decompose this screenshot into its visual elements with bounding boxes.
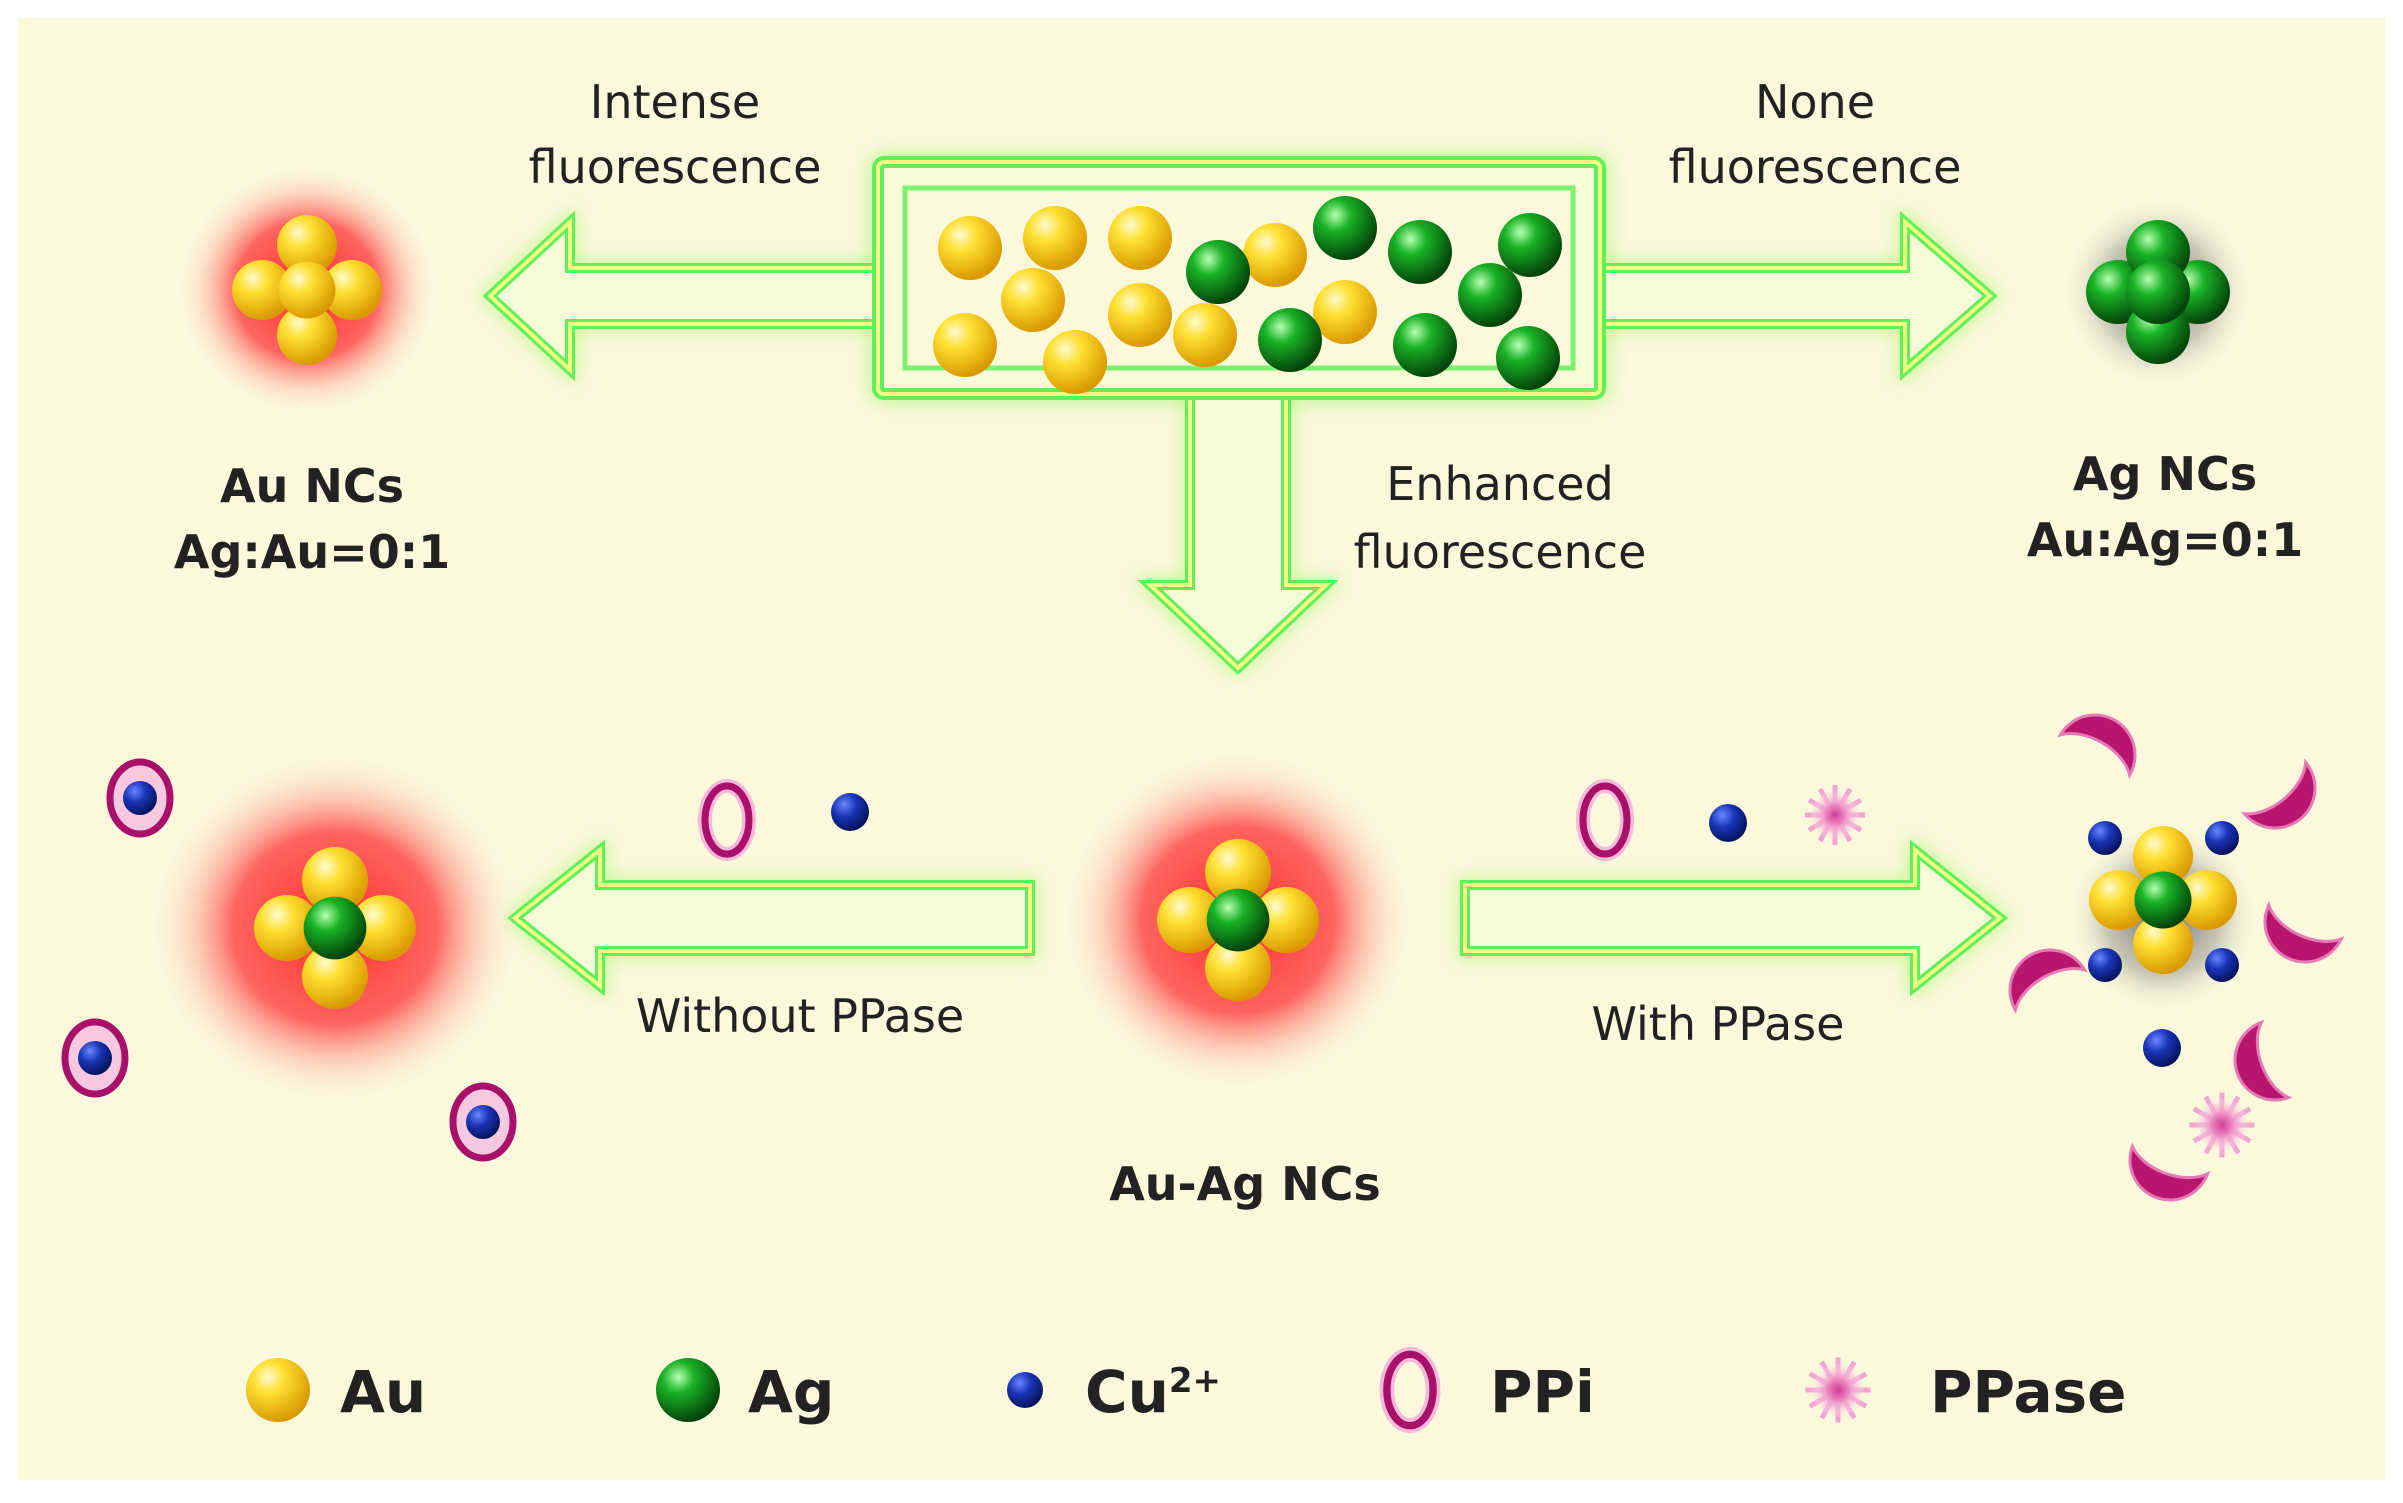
cleaved-pi-fragment-icon [2240, 758, 2317, 830]
copper-ion-icon [2205, 948, 2239, 982]
gold-sphere-icon [1205, 935, 1271, 1001]
gold-sphere-icon [232, 260, 292, 320]
none-fluorescence-line2: fluorescence [1669, 140, 1962, 194]
ag-nc-cluster [2063, 197, 2253, 387]
cleaved-pi-fragment-icon [2057, 713, 2137, 780]
ag-nc-ratio: Au:Ag=0:1 [2027, 513, 2303, 567]
cleaved-pi-fragment-icon [2263, 901, 2345, 964]
mixed-nanoparticles [933, 196, 1562, 394]
legend-label-cu: Cu2+ [1085, 1358, 1221, 1426]
gold-sphere-icon [1205, 839, 1271, 905]
au-ag-nc-without-ppase [150, 753, 520, 1103]
au-ag-nc-name: Au-Ag NCs [1109, 1157, 1381, 1211]
copper-ion-icon [78, 1041, 112, 1075]
intense-fluorescence-line1: Intense [590, 75, 760, 129]
copper-ion-icon [1709, 804, 1747, 842]
au-ag-nc-quenched [2068, 821, 2258, 1013]
gold-sphere-icon [1313, 280, 1377, 344]
enhanced-fluorescence-line1: Enhanced [1386, 457, 1614, 511]
copper-ion-icon [831, 793, 869, 831]
gold-sphere-icon [1173, 303, 1237, 367]
silver-green-sphere-icon [1313, 196, 1377, 260]
copper-ion-icon [123, 781, 157, 815]
cleaved-pi-fragment-icon [2008, 948, 2088, 1015]
gold-sphere-icon [1001, 268, 1065, 332]
ppi-ring-icon [698, 779, 756, 861]
legend-label-ppase: PPase [1930, 1358, 2126, 1426]
gold-sphere-icon [278, 261, 336, 319]
gold-sphere-icon [2089, 870, 2149, 930]
ppi-ring-icon [1379, 1346, 1441, 1434]
arrow-without-ppase [506, 839, 1035, 997]
none-fluorescence-line1: None [1755, 75, 1875, 129]
ppi-cu-complex-icon [449, 1082, 517, 1162]
ag-nc-name: Ag NCs [2073, 447, 2257, 501]
ppase-enzyme-icon [2189, 1092, 2255, 1158]
legend-label-ag: Ag [748, 1358, 834, 1426]
silver-green-sphere-icon [656, 1358, 720, 1422]
intense-fluorescence-line2: fluorescence [529, 140, 822, 194]
au-nc-name: Au NCs [220, 459, 404, 513]
gold-sphere-icon [1043, 330, 1107, 394]
ppi-cu-complex-icon [61, 1018, 129, 1098]
copper-ion-icon [2088, 948, 2122, 982]
silver-green-sphere-icon [1258, 308, 1322, 372]
gold-sphere-icon [322, 260, 382, 320]
gold-sphere-icon [933, 313, 997, 377]
silver-green-sphere-icon [1498, 213, 1562, 277]
gold-sphere-icon [1253, 887, 1319, 953]
au-ag-nc-center [1063, 750, 1413, 1090]
ppi-ring-icon [1576, 779, 1634, 861]
silver-green-sphere-icon [303, 896, 367, 960]
legend-label-au: Au [340, 1358, 426, 1426]
enhanced-fluorescence-line2: fluorescence [1354, 525, 1647, 579]
gold-sphere-icon [350, 895, 416, 961]
with-ppase-label: With PPase [1592, 997, 1845, 1051]
gold-sphere-icon [1243, 223, 1307, 287]
legend-label-cu-base: Cu [1085, 1358, 1169, 1426]
copper-ion-icon [2143, 1029, 2181, 1067]
silver-green-sphere-icon [1496, 326, 1560, 390]
silver-green-sphere-icon [2126, 260, 2190, 324]
silver-green-sphere-icon [1186, 240, 1250, 304]
gold-sphere-icon [254, 895, 320, 961]
copper-ion-icon [2088, 821, 2122, 855]
silver-green-sphere-icon [1458, 263, 1522, 327]
silver-green-sphere-icon [2134, 871, 2192, 929]
gold-sphere-icon [302, 943, 368, 1009]
without-ppase-label: Without PPase [636, 989, 964, 1043]
legend: Au Ag Cu2+ PPi PPase [246, 1346, 2126, 1434]
gold-sphere-icon [1108, 206, 1172, 270]
ppase-enzyme-icon [1805, 785, 1865, 845]
silver-green-sphere-icon [1393, 313, 1457, 377]
au-nc-cluster [177, 165, 437, 415]
gold-sphere-icon [277, 215, 337, 275]
reagents [61, 713, 2345, 1202]
au-nc-ratio: Ag:Au=0:1 [174, 525, 450, 579]
cleaved-pi-fragment-icon [2233, 1019, 2293, 1102]
copper-ion-icon [1007, 1372, 1043, 1408]
gold-sphere-icon [1023, 206, 1087, 270]
legend-label-ppi: PPi [1490, 1358, 1595, 1426]
gold-sphere-icon [938, 216, 1002, 280]
gold-sphere-icon [302, 847, 368, 913]
gold-sphere-icon [2133, 914, 2193, 974]
gold-sphere-icon [246, 1358, 310, 1422]
gold-sphere-icon [2177, 870, 2237, 930]
ppase-enzyme-icon [1805, 1357, 1871, 1423]
legend-label-cu-sup: 2+ [1169, 1361, 1221, 1401]
silver-green-sphere-icon [1388, 220, 1452, 284]
gold-sphere-icon [2133, 826, 2193, 886]
gold-sphere-icon [1157, 887, 1223, 953]
gold-sphere-icon [277, 305, 337, 365]
ppi-cu-complex-icon [106, 758, 174, 838]
gold-sphere-icon [1108, 283, 1172, 347]
silver-green-sphere-icon [1206, 888, 1270, 952]
copper-ion-icon [466, 1105, 500, 1139]
cleaved-pi-fragment-icon [2128, 1142, 2211, 1202]
arrow-with-ppase [1460, 839, 2009, 997]
copper-ion-icon [2205, 821, 2239, 855]
